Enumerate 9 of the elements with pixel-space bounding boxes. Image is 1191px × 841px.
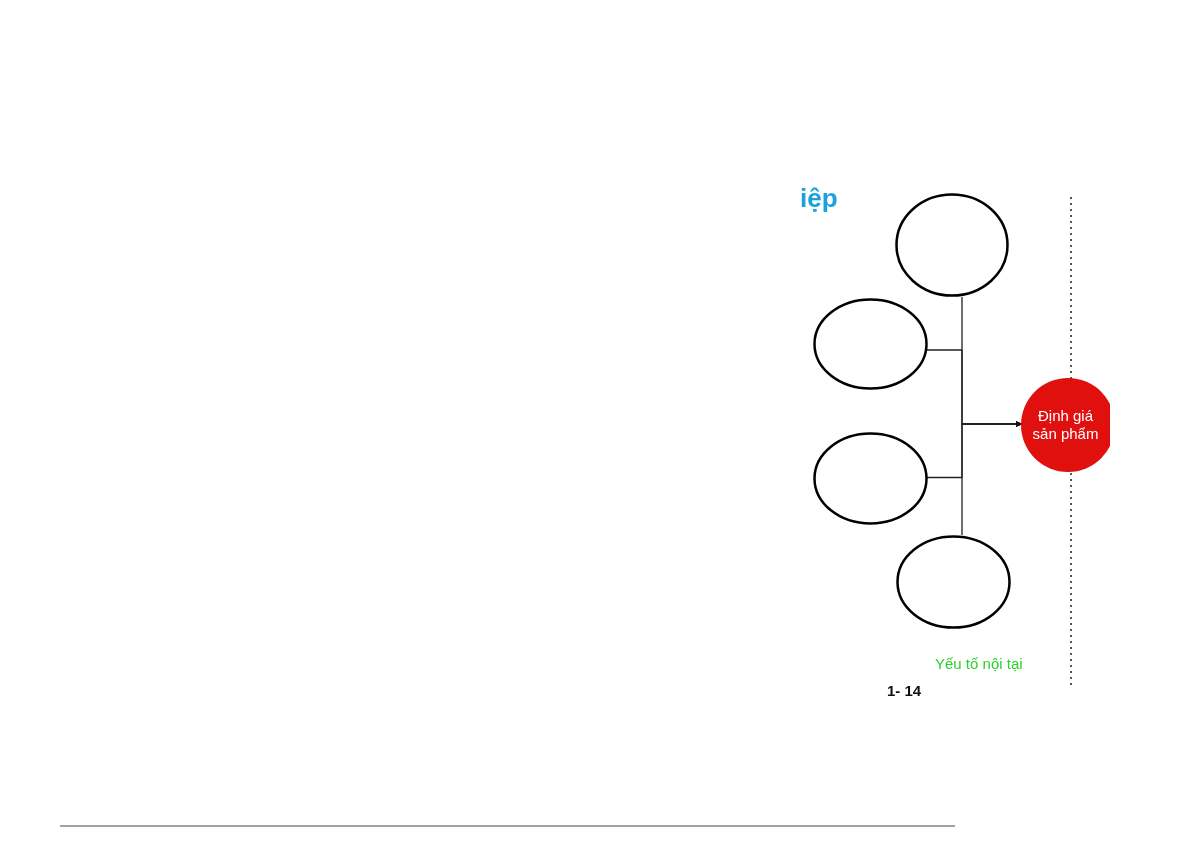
empty-ellipse [813,298,928,390]
empty-ellipse [813,432,928,525]
empty-ellipse [895,193,1009,297]
title-fragment: iệp [800,183,838,214]
empty-ellipse [896,535,1011,629]
node-label: Định giá sản phẩm [1031,407,1100,443]
connector-arrow [961,421,1023,536]
section-label: Yếu tố nội tại [935,655,1023,672]
slide-number: 1- 14 [887,682,922,699]
